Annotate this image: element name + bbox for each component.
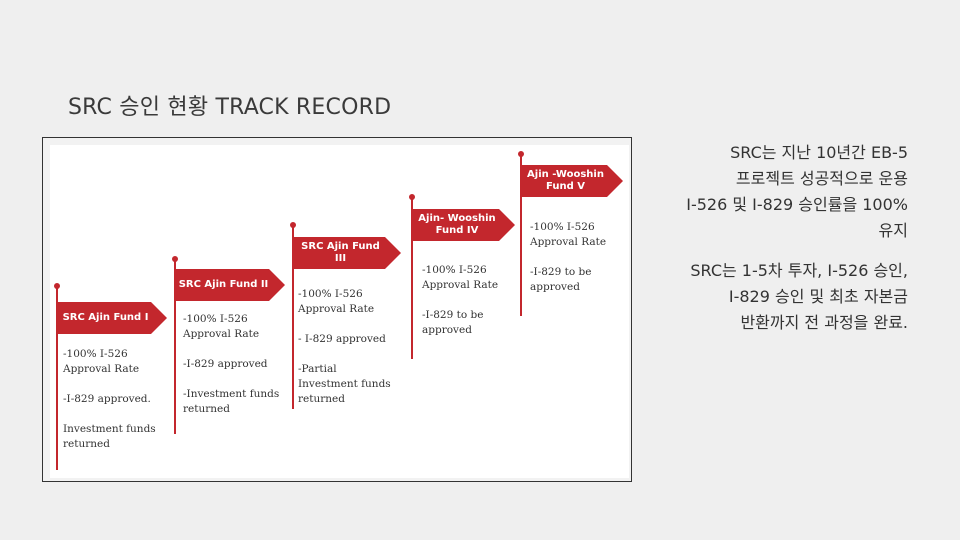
note-text: -I-829 approved. bbox=[63, 393, 151, 405]
note-text: -100% I-526 Approval Rate bbox=[422, 264, 499, 291]
fund-notes: -100% I-526 Approval Rate -I-829 approve… bbox=[183, 312, 283, 432]
summary-paragraph: SRC는 지난 10년간 EB-5 프로젝트 성공적으로 운용 I-526 및 … bbox=[686, 140, 908, 244]
flag-pole bbox=[409, 194, 415, 359]
summary-line: SRC는 지난 10년간 EB-5 bbox=[730, 143, 908, 162]
timeline-panel: SRC Ajin Fund I -100% I-526 Approval Rat… bbox=[50, 145, 629, 478]
note-text: Investment funds returned bbox=[63, 423, 156, 450]
flag-pole bbox=[518, 151, 524, 316]
fund-notes: -100% I-526 Approval Rate -I-829 to be a… bbox=[422, 263, 514, 353]
summary-line: SRC는 1-5차 투자, I-526 승인, bbox=[690, 261, 908, 280]
flag-pole bbox=[172, 256, 178, 434]
fund-flag: SRC Ajin Fund III bbox=[294, 237, 401, 269]
track-record-figure: SRC Ajin Fund I -100% I-526 Approval Rat… bbox=[42, 137, 632, 482]
fund-notes: -100% I-526 Approval Rate -I-829 to be a… bbox=[530, 220, 622, 310]
note-text: -I-829 to be approved bbox=[422, 309, 484, 336]
note-text: -100% I-526 Approval Rate bbox=[183, 313, 260, 340]
summary-paragraph: SRC는 1-5차 투자, I-526 승인, I-829 승인 및 최초 자본… bbox=[690, 258, 908, 336]
note-text: -Investment funds returned bbox=[183, 388, 280, 415]
note-text: -Partial Investment funds returned bbox=[298, 363, 391, 405]
fund-notes: -100% I-526 Approval Rate -I-829 approve… bbox=[63, 347, 163, 467]
slide-title: SRC 승인 현황 TRACK RECORD bbox=[68, 95, 392, 120]
note-text: -100% I-526 Approval Rate bbox=[530, 221, 607, 248]
fund-flag: SRC Ajin Fund I bbox=[58, 302, 167, 334]
fund-flag: Ajin- Wooshin Fund IV bbox=[413, 209, 515, 241]
fund-flag: Ajin -Wooshin Fund V bbox=[522, 165, 623, 197]
summary-line: 반환까지 전 과정을 완료. bbox=[740, 313, 908, 332]
flag-pole bbox=[54, 283, 60, 470]
note-text: -I-829 to be approved bbox=[530, 266, 592, 293]
flag-pole bbox=[290, 222, 296, 409]
note-text: -100% I-526 Approval Rate bbox=[298, 288, 375, 315]
fund-flag: SRC Ajin Fund II bbox=[176, 269, 285, 301]
summary-line: 유지 bbox=[878, 221, 908, 240]
summary-line: 프로젝트 성공적으로 운용 bbox=[735, 169, 908, 188]
summary-line: I-829 승인 및 최초 자본금 bbox=[728, 287, 908, 306]
summary-line: I-526 및 I-829 승인률을 100% bbox=[686, 195, 908, 214]
note-text: - I-829 approved bbox=[298, 333, 386, 345]
fund-notes: -100% I-526 Approval Rate - I-829 approv… bbox=[298, 287, 398, 422]
note-text: -100% I-526 Approval Rate bbox=[63, 348, 140, 375]
note-text: -I-829 approved bbox=[183, 358, 268, 370]
